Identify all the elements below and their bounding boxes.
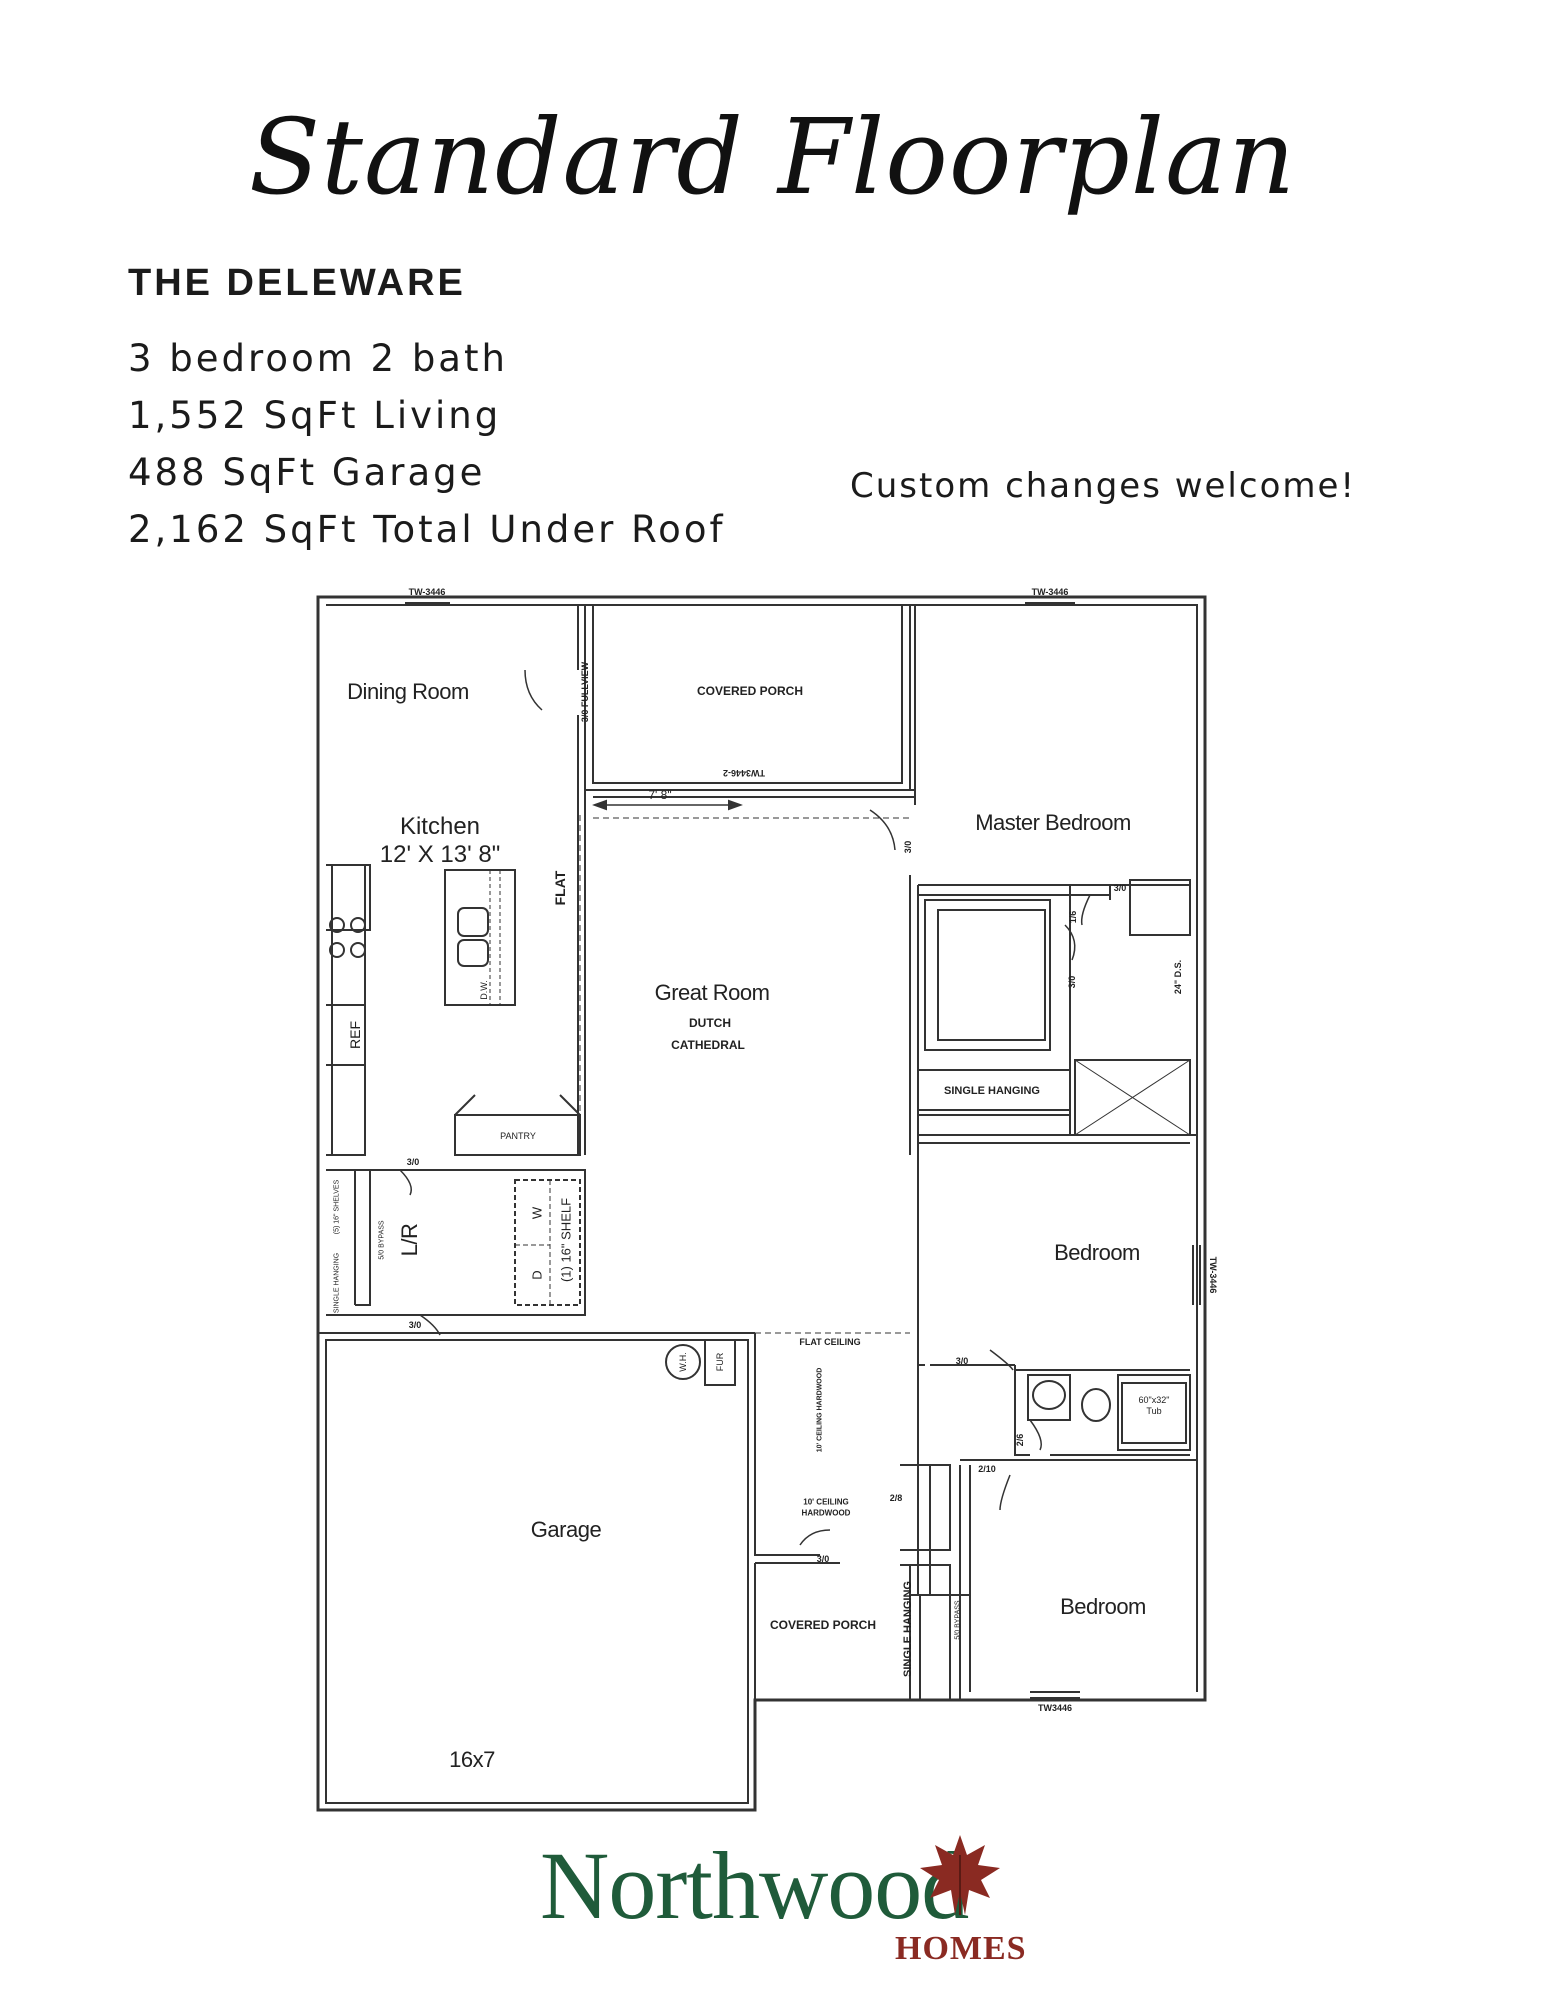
great-room-dutch-label: DUTCH xyxy=(689,1016,731,1030)
window-label: TW-3446 xyxy=(1208,1256,1218,1294)
company-logo: Northwood HOMES xyxy=(0,1830,1545,1980)
spec-living: 1,552 SqFt Living xyxy=(128,394,502,437)
exterior-wall xyxy=(316,595,1207,1812)
spec-total: 2,162 SqFt Total Under Roof xyxy=(128,508,726,551)
dimension-label: 7' 8" xyxy=(648,788,672,802)
page-title: Standard Floorplan xyxy=(248,96,1297,218)
covered-porch-top-label: COVERED PORCH xyxy=(696,684,804,698)
kitchen-label: Kitchen xyxy=(399,813,481,840)
covered-porch-bottom-label: COVERED PORCH xyxy=(769,1618,877,1632)
ds-label: 24" D.S. xyxy=(1173,959,1183,995)
closet-label: SINGLE HANGING xyxy=(944,1085,1040,1097)
maple-leaf-icon xyxy=(920,1835,1000,1915)
spec-bedrooms: 3 bedroom 2 bath xyxy=(128,337,508,380)
door-label: 1/6 xyxy=(1068,910,1078,924)
logo-wordmark: Northwood xyxy=(540,1832,969,1939)
flat-ceiling-label: FLAT CEILING xyxy=(799,1337,861,1347)
door-label: 2/6 xyxy=(1015,1433,1025,1447)
closet-label: SINGLE HANGING xyxy=(902,1581,914,1677)
floor-plan: Dining Room COVERED PORCH Master Bedroom… xyxy=(310,587,1218,1815)
door-label: 3/0 xyxy=(903,840,913,854)
hardwood-label: HARDWOOD xyxy=(801,1508,851,1518)
flat-label: FLAT xyxy=(552,870,568,906)
dryer-label: D xyxy=(529,1270,545,1280)
dishwasher-label: D.W. xyxy=(479,980,489,1000)
door-label: 2/8 xyxy=(889,1493,903,1503)
model-name: THE DELEWARE xyxy=(128,262,466,304)
door-label: 3/0 xyxy=(1113,883,1127,893)
shelf-label: (1) 16" SHELF xyxy=(558,1197,574,1283)
dining-room-label: Dining Room xyxy=(347,679,469,704)
ceiling-label: 10' CEILING xyxy=(803,1497,849,1507)
door-label: 3/0 xyxy=(816,1554,830,1564)
door-label: 3/0 xyxy=(1067,975,1077,989)
bedroom-3-label: Bedroom xyxy=(1060,1594,1146,1619)
great-room-label: Great Room xyxy=(654,980,770,1005)
window-label: TW-3446 xyxy=(1031,587,1069,597)
spec-garage: 488 SqFt Garage xyxy=(128,451,486,494)
bedroom-2-label: Bedroom xyxy=(1054,1240,1140,1265)
master-bedroom-label: Master Bedroom xyxy=(975,810,1131,835)
window-label: TW3446-2 xyxy=(722,768,766,778)
shelves-label: (5) 16" SHELVES xyxy=(333,1179,341,1235)
door-label: 2/10 xyxy=(978,1464,996,1474)
pantry-label: PANTRY xyxy=(500,1131,536,1141)
specs-list: 3 bedroom 2 bath 1,552 SqFt Living 488 S… xyxy=(128,330,725,558)
door-label: 3/0 xyxy=(408,1320,422,1330)
garage-door-label: 16x7 xyxy=(449,1747,495,1772)
tub-label: Tub xyxy=(1146,1406,1162,1416)
interior-wall xyxy=(326,604,1198,1692)
bypass-label: 5/0 BYPASS xyxy=(378,1220,386,1260)
logo-homes: HOMES xyxy=(895,1930,1027,1967)
washer-label: W xyxy=(529,1206,545,1220)
great-room-cathedral-label: CATHEDRAL xyxy=(671,1038,745,1052)
bypass-label: 5/0 BYPASS xyxy=(954,1600,962,1640)
closet-label: SINGLE HANGING xyxy=(333,1252,341,1314)
door-label: 3/0 xyxy=(955,1356,969,1366)
kitchen-dims-label: 12' X 13' 8" xyxy=(379,841,501,868)
tub-label: 60"x32" xyxy=(1138,1395,1170,1405)
garage-label: Garage xyxy=(530,1517,602,1542)
door-label: 3/0 FULLVIEW xyxy=(580,661,590,723)
floor-plan-drawing xyxy=(316,595,1207,1812)
refrigerator-label: REF xyxy=(347,1021,363,1049)
laundry-label: L/R xyxy=(397,1223,422,1257)
window-label: TW3446 xyxy=(1037,1703,1073,1713)
door-label: 3/0 xyxy=(406,1157,420,1167)
ceiling-label: 10' CEILING HARDWOOD xyxy=(816,1367,824,1453)
furnace-label: FUR xyxy=(715,1352,725,1372)
window-label: TW-3446 xyxy=(408,587,446,597)
water-heater-label: W.H. xyxy=(678,1352,688,1372)
tagline: Custom changes welcome! xyxy=(850,466,1357,506)
